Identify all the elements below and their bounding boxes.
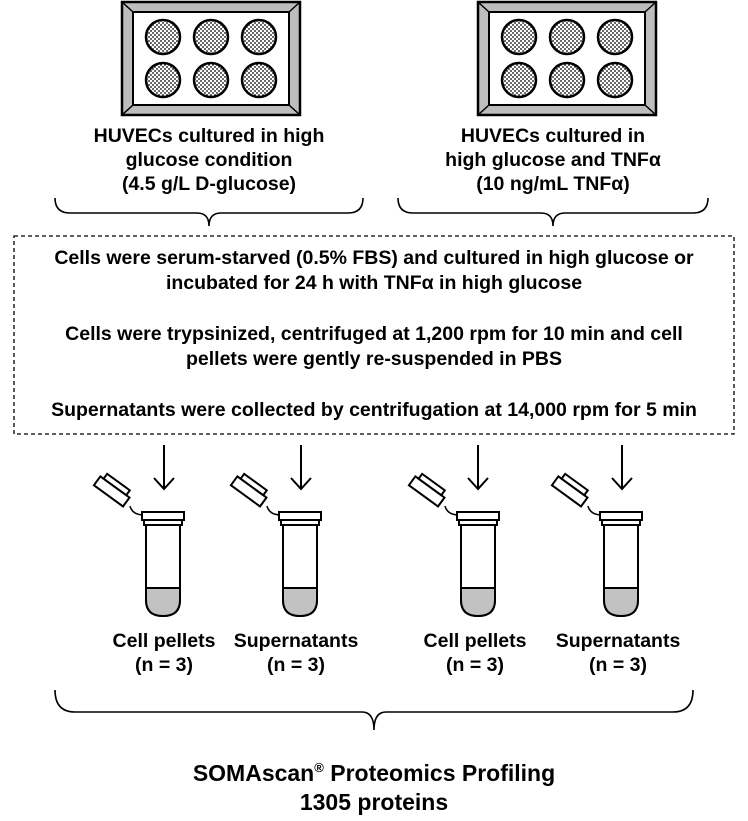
sample-type: Cell pellets [112,630,216,652]
sample-type: Supernatants [555,630,681,652]
arrow-to-tube-3 [467,445,489,491]
tube-icon-2 [229,472,322,618]
sample-label-1: Cell pellets (n = 3) [84,630,244,678]
plate-wells [144,18,278,99]
brace-condition-2 [397,197,709,227]
culture-plate-high-glucose-tnfa [476,0,658,117]
sample-label-4: Supernatants (n = 3) [538,630,698,678]
protocol-step-1: Cells were serum-starved (0.5% FBS) and … [24,246,724,296]
brace-all-samples [54,689,694,731]
output-title: SOMAscan® Proteomics Profiling 1305 prot… [0,759,748,817]
output-subtitle: 1305 proteins [299,788,449,815]
protocol-step-2: Cells were trypsinized, centrifuged at 1… [24,322,724,372]
output-title-post: Proteomics Profiling [323,760,556,786]
sample-count: (n = 3) [135,653,193,676]
sample-type: Supernatants [233,630,359,652]
condition-title-line: high glucose and TNFα [445,148,661,171]
culture-plate-high-glucose [120,0,302,117]
protocol-step-line: incubated for 24 h with TNFα in high glu… [165,271,583,294]
output-title-pre: SOMAscan [192,760,315,786]
plate-wells [500,18,634,99]
arrow-to-tube-1 [153,445,175,491]
sample-type: Cell pellets [423,630,527,652]
sample-label-3: Cell pellets (n = 3) [395,630,555,678]
protocol-step-line: Cells were trypsinized, centrifuged at 1… [65,323,683,345]
condition-title-line: glucose condition [125,148,293,171]
condition-title-line: HUVECs cultured in high [93,125,325,147]
brace-condition-1 [54,197,364,227]
output-title-line: SOMAscan® Proteomics Profiling [0,759,748,788]
sample-count: (n = 3) [446,653,504,676]
condition-title-line: HUVECs cultured in [460,125,646,147]
sample-count: (n = 3) [267,653,325,676]
arrow-to-tube-4 [611,445,633,491]
condition-title-line: (4.5 g/L D-glucose) [121,172,297,195]
condition-title-2: HUVECs cultured in high glucose and TNFα… [383,125,723,197]
sample-label-2: Supernatants (n = 3) [216,630,376,678]
protocol-step-line: pellets were gently re-suspended in PBS [185,347,563,370]
sample-count: (n = 3) [589,653,647,676]
tube-icon-3 [407,472,500,618]
protocol-step-3: Supernatants were collected by centrifug… [24,398,724,423]
condition-title-1: HUVECs cultured in high glucose conditio… [39,125,379,197]
protocol-box [13,235,735,435]
tube-icon-4 [550,472,643,618]
registered-mark: ® [314,760,324,775]
condition-title-line: (10 ng/mL TNFα) [476,172,630,195]
protocol-step-line: Cells were serum-starved (0.5% FBS) and … [54,247,694,269]
protocol-step-line: Supernatants were collected by centrifug… [51,399,697,421]
arrow-to-tube-2 [290,445,312,491]
tube-icon-1 [92,472,185,618]
